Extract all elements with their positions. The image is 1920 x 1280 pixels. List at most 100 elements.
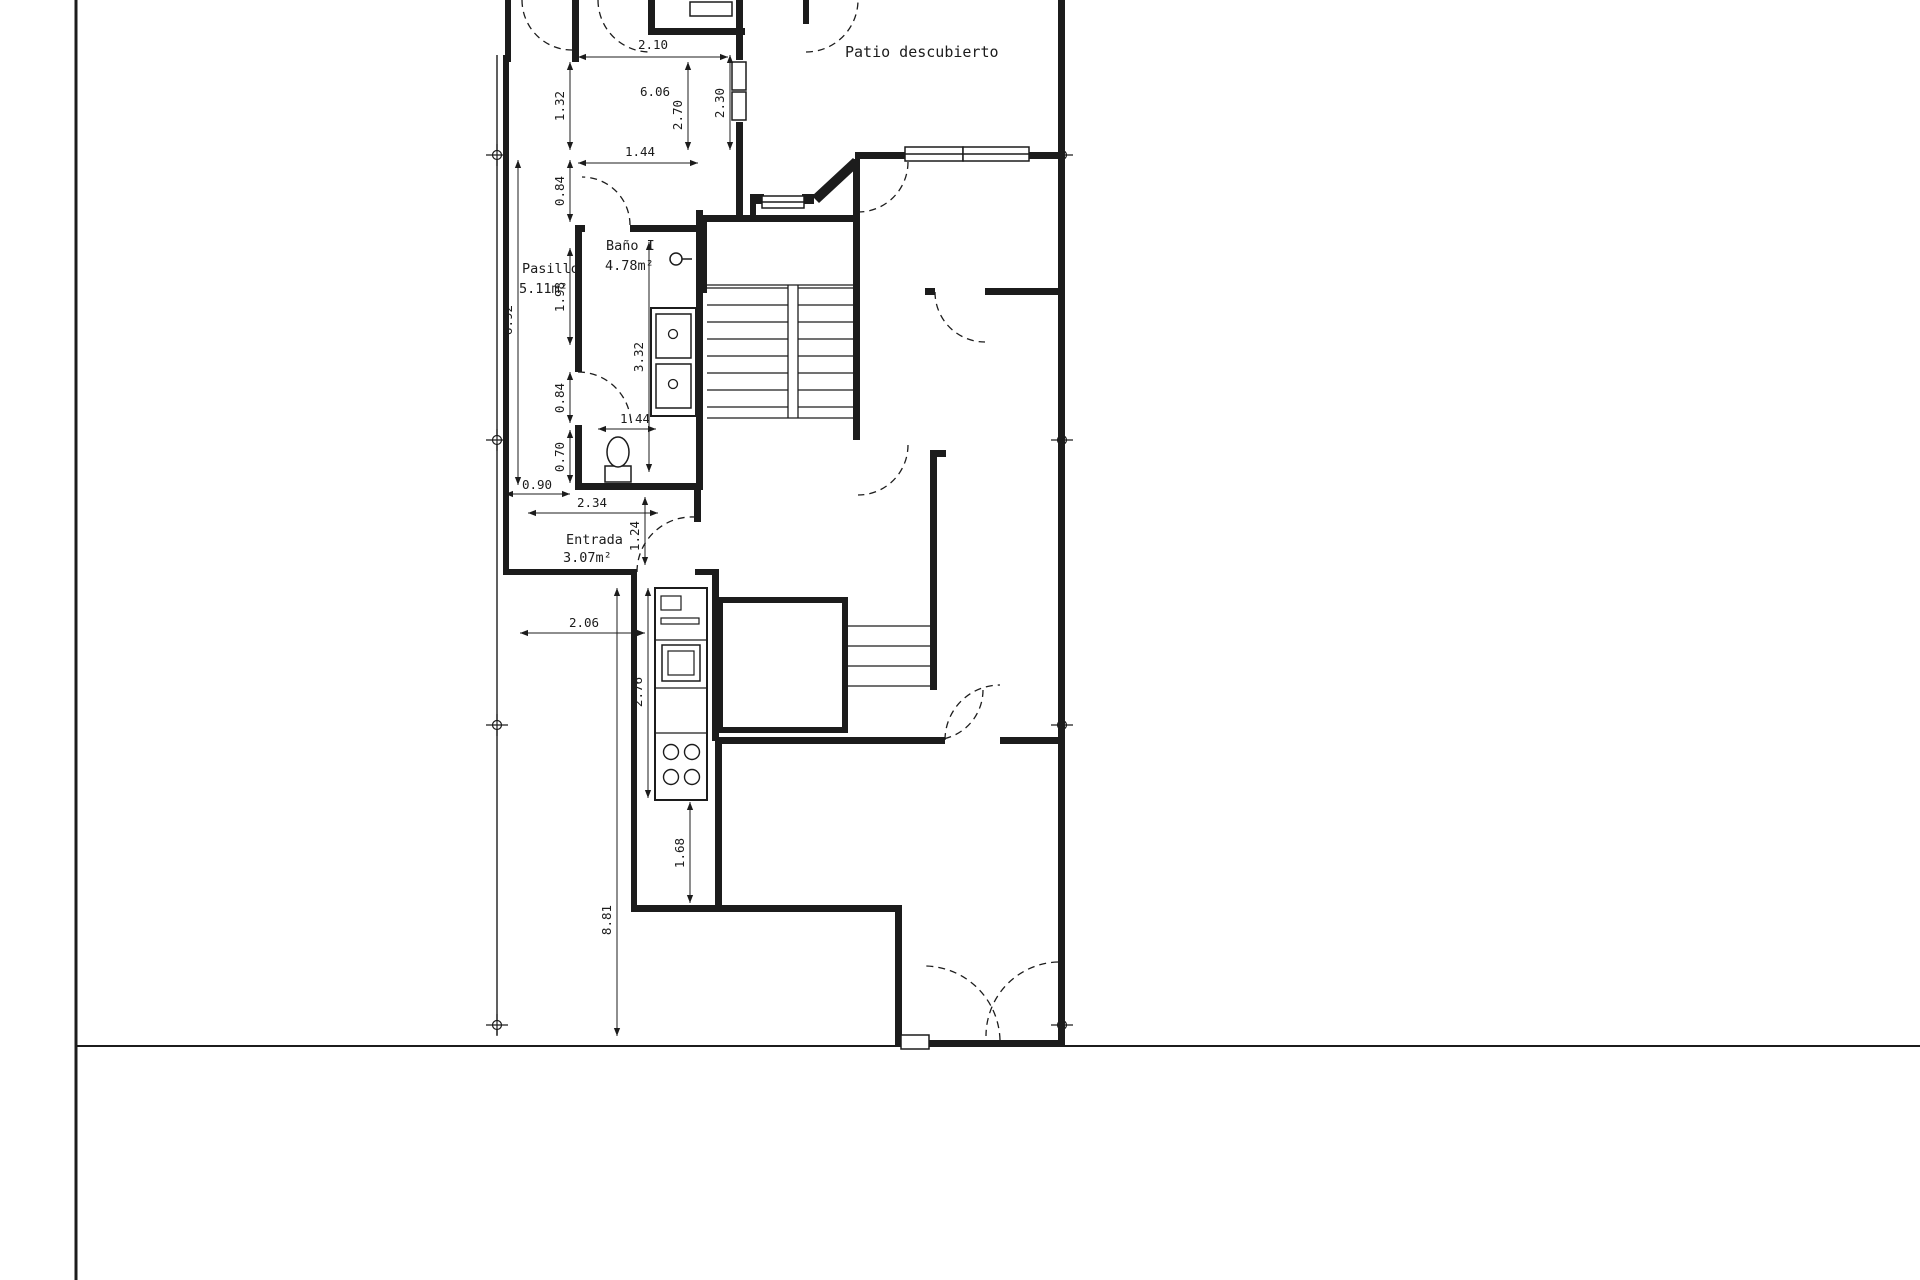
wall — [648, 0, 655, 32]
room-area-bano: 4.78m² — [605, 258, 654, 274]
dim-label: 2.30 — [712, 88, 727, 118]
wall — [700, 215, 860, 222]
window — [900, 1034, 930, 1050]
dim-label: 2.10 — [638, 37, 668, 52]
dim-label: 2.34 — [577, 495, 607, 510]
kitchen-sink-basin — [667, 650, 695, 676]
wall — [855, 152, 907, 159]
wall — [802, 194, 814, 204]
toilet-tank — [604, 465, 632, 483]
wall — [853, 159, 860, 440]
stove-burner — [683, 768, 701, 786]
bath-sink — [655, 313, 692, 359]
stove-burner — [683, 743, 701, 761]
wall — [1000, 737, 1058, 744]
dim-label: 2.70 — [670, 100, 685, 130]
kitchen-appliance — [660, 595, 682, 611]
wall — [925, 288, 935, 295]
wall — [648, 28, 745, 35]
interior-square-room — [717, 597, 848, 733]
dim-label: 3.32 — [631, 342, 646, 372]
wall — [503, 569, 637, 575]
window — [689, 1, 733, 17]
room-wall-outline — [717, 597, 848, 733]
wall — [715, 737, 945, 744]
fixtures — [604, 252, 708, 801]
stove-burner — [662, 768, 680, 786]
wall — [895, 1040, 903, 1047]
dim-label: 0.70 — [552, 442, 567, 472]
door-arc — [521, 0, 573, 51]
room-labels: Patio descubierto Baño I 4.78m² Pasillo … — [519, 43, 999, 566]
wall — [696, 210, 703, 490]
wall — [630, 225, 703, 232]
dimension-lines — [505, 53, 734, 1036]
wall — [694, 490, 701, 522]
wall — [715, 737, 722, 909]
door-arc — [636, 516, 696, 573]
dim-label: 0.84 — [552, 383, 567, 413]
door-arc — [857, 161, 909, 213]
room-label-pasillo: Pasillo — [522, 261, 579, 277]
room-label-patio: Patio descubierto — [845, 43, 999, 61]
window — [731, 61, 747, 91]
door-arc — [934, 291, 986, 343]
wall — [572, 0, 579, 62]
room-label-entrada: Entrada — [566, 532, 623, 548]
wall — [700, 215, 707, 293]
wall — [930, 450, 937, 690]
dim-label: 1.24 — [627, 521, 642, 551]
bath-sink — [655, 363, 692, 409]
door-arc — [805, 0, 859, 53]
kitchen-appliance — [660, 617, 700, 625]
wall — [895, 905, 902, 1047]
room-label-bano: Baño I — [606, 238, 655, 254]
dim-label: 6.06 — [640, 84, 670, 99]
stairs-main — [707, 284, 853, 419]
wall — [803, 0, 809, 24]
stairs-secondary — [848, 625, 930, 687]
wall — [631, 569, 637, 912]
wall — [927, 1040, 1065, 1047]
door-arc — [597, 0, 651, 53]
page-frame — [74, 0, 1920, 1280]
wall-diagonal — [812, 158, 860, 203]
door-arc — [932, 689, 984, 741]
door-arc — [857, 444, 909, 496]
dim-label: 8.81 — [599, 905, 614, 935]
dim-label: 2.76 — [630, 677, 645, 707]
wall — [695, 569, 719, 575]
wall — [736, 122, 743, 222]
dim-label: 1.32 — [552, 91, 567, 121]
wall — [503, 55, 509, 575]
lamp-symbol-icon — [669, 252, 683, 266]
wall — [575, 425, 582, 490]
wall — [505, 0, 511, 62]
door-arc — [944, 684, 1001, 741]
wall — [575, 483, 703, 490]
dim-label: 0.90 — [522, 477, 552, 492]
dim-label: 2.06 — [569, 615, 599, 630]
dim-label: 1.44 — [620, 411, 650, 426]
dimension-labels: 2.10 6.06 1.44 0.90 2.34 2.06 1.44 1.32 … — [500, 37, 727, 935]
dim-label: 1.44 — [625, 144, 655, 159]
wall-outer-right — [1058, 0, 1065, 1047]
walls — [503, 0, 1065, 1047]
survey-marker — [486, 714, 508, 736]
door-arc — [924, 965, 1001, 1041]
wall — [575, 225, 582, 372]
wall — [930, 450, 946, 457]
wall — [631, 905, 902, 912]
wall — [750, 194, 764, 204]
wall — [712, 569, 719, 741]
door-arc — [577, 371, 632, 426]
survey-marker — [486, 1014, 508, 1036]
dim-label: 1.98 — [552, 282, 567, 312]
dim-label: 1.68 — [672, 838, 687, 868]
toilet-bowl — [606, 436, 630, 468]
wall — [750, 196, 756, 222]
bath-faucet — [667, 378, 679, 390]
window — [731, 91, 747, 121]
